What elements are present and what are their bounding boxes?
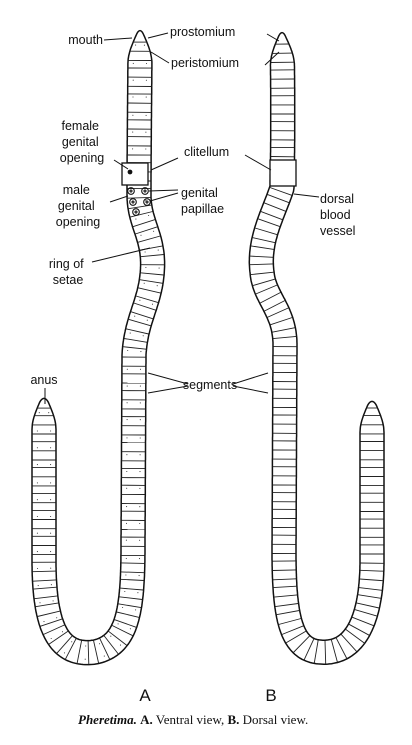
label-male-line-1: male: [63, 183, 90, 197]
label-dorsal-line-2: blood: [320, 208, 351, 222]
leader-lines: [44, 32, 320, 404]
label-genital-papillae: genital papillae: [181, 186, 224, 216]
worm-ventral-view: [31, 29, 166, 666]
caption-a-letter: A.: [140, 712, 153, 727]
label-female-genital-opening: female genital opening: [60, 119, 105, 165]
caption-b-text: Dorsal view.: [242, 712, 309, 727]
label-dorsal-line-3: vessel: [320, 224, 355, 238]
label-papillae-line-1: genital: [181, 186, 218, 200]
label-ring-of-setae: ring of setae: [49, 257, 87, 287]
clitellum-band-b: [269, 159, 297, 187]
label-papillae-line-2: papillae: [181, 202, 224, 216]
caption-a-text: Ventral view,: [155, 712, 225, 727]
label-prostomium: prostomium: [170, 25, 235, 39]
panel-label-a: A: [139, 686, 151, 705]
worm-dorsal-view: [248, 31, 385, 665]
genital-papillae-marks: [127, 187, 151, 216]
label-setae-line-2: setae: [53, 273, 84, 287]
label-peristomium: peristomium: [171, 56, 239, 70]
label-clitellum: clitellum: [184, 145, 229, 159]
caption-b-letter: B.: [227, 712, 240, 727]
label-anus: anus: [30, 373, 57, 387]
clitellum-band-a: [121, 162, 149, 186]
label-segments: segments: [183, 378, 237, 392]
label-dorsal-line-1: dorsal: [320, 192, 354, 206]
label-setae-line-1: ring of: [49, 257, 84, 271]
label-female-line-3: opening: [60, 151, 105, 165]
label-dorsal-blood-vessel: dorsal blood vessel: [320, 192, 358, 238]
figure-caption: Pheretima. A. Ventral view, B. Dorsal vi…: [78, 712, 308, 728]
panel-label-b: B: [265, 686, 276, 705]
caption-genus: Pheretima.: [78, 712, 137, 727]
female-genital-opening-dot: [127, 169, 133, 175]
label-male-genital-opening: male genital opening: [56, 183, 101, 229]
label-mouth: mouth: [68, 33, 103, 47]
label-male-line-3: opening: [56, 215, 101, 229]
label-female-line-2: genital: [62, 135, 99, 149]
label-female-line-1: female: [61, 119, 99, 133]
label-male-line-2: genital: [58, 199, 95, 213]
